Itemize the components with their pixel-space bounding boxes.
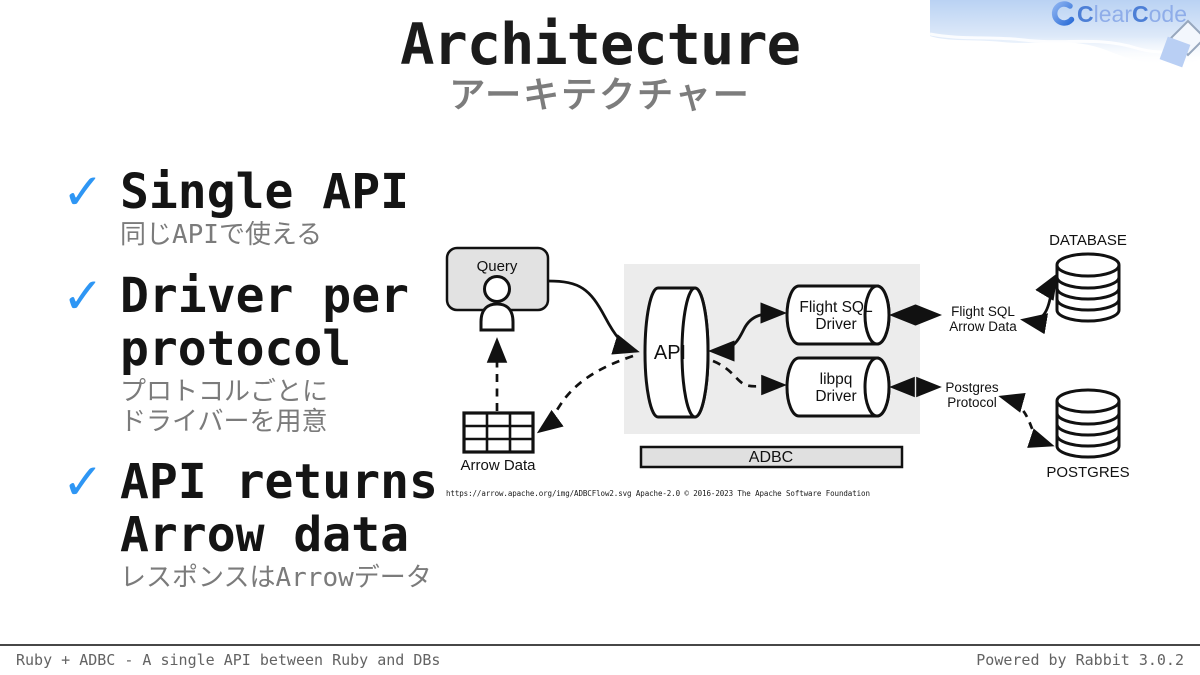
check-icon: ✓	[62, 163, 104, 221]
bullet-single-api: ✓ Single API 同じAPIで使える	[62, 163, 409, 250]
flight-protocol-label-line1: Flight SQL	[951, 304, 1015, 319]
libpq-driver-label-line2: Driver	[815, 388, 856, 405]
adbc-label: ADBC	[749, 449, 793, 466]
arrow-query-to-api	[547, 279, 640, 355]
flight-sql-driver-cap	[863, 284, 891, 346]
arrow-api-to-arrow-data	[536, 354, 634, 434]
database-label: DATABASE	[1049, 232, 1127, 249]
title-block: Architecture アーキテクチャー	[0, 12, 1200, 116]
clearcode-logo-graphic: ClearCode	[929, 0, 1200, 68]
bullet-text: Single API	[120, 164, 409, 220]
bullet-driver-per-protocol: ✓ Driver per protocol プロトコルごとに ドライバーを用意	[62, 267, 409, 437]
bullet-note: レスポンスはArrowデータ	[120, 563, 432, 593]
arrow-api-to-libpq	[712, 359, 787, 396]
api-cylinder-cap	[680, 286, 710, 419]
bullet-text-line2: Arrow data	[120, 507, 409, 563]
bullet-text-line1: API returns	[120, 454, 438, 510]
bullet-text-line1: Driver per	[120, 268, 409, 324]
arrow-data-table-icon	[462, 411, 535, 454]
footer-powered-by: Powered by Rabbit 3.0.2	[976, 651, 1184, 669]
flight-protocol-label-line2: Arrow Data	[949, 319, 1017, 334]
bullet-note: 同じAPIで使える	[120, 220, 323, 250]
bullet-note-line1: プロトコルごとに	[120, 377, 329, 407]
libpq-driver-cap	[863, 356, 891, 418]
arrow-protocol-to-database	[1020, 272, 1059, 335]
corner-gradient-band	[930, 0, 1200, 66]
arrow-protocol-to-postgres	[998, 392, 1055, 448]
check-icon: ✓	[62, 267, 104, 325]
bullet-api-returns-arrow: ✓ API returns Arrow data レスポンスはArrowデータ	[62, 453, 438, 593]
libpq-driver-label-line1: libpq	[820, 371, 853, 388]
page-title: Architecture	[400, 12, 801, 78]
bullet-note-line2: ドライバーを用意	[120, 407, 328, 437]
postgres-stack-icon	[1055, 388, 1121, 459]
pg-protocol-label-line1: Postgres	[945, 380, 999, 395]
page-subtitle: アーキテクチャー	[449, 74, 751, 116]
clearcode-c-swirl-icon	[1051, 1, 1075, 26]
flight-sql-driver-label-line2: Driver	[815, 316, 856, 333]
arrow-data-label: Arrow Data	[460, 457, 536, 474]
person-icon	[483, 275, 511, 303]
clearcode-logo: ClearCode	[929, 0, 1200, 100]
clearcode-logo-text: ClearCode	[1077, 1, 1187, 27]
diagram-attribution: https://arrow.apache.org/img/ADBCFlow2.s…	[446, 489, 870, 498]
pg-protocol-label-line2: Protocol	[947, 395, 997, 410]
person-icon-body	[479, 302, 515, 332]
adbc-architecture-diagram: Query Arrow Data API Flight SQL Driver l…	[440, 225, 1200, 505]
bullet-text-line2: protocol	[120, 321, 352, 377]
flight-sql-driver-label-line1: Flight SQL	[799, 299, 873, 316]
query-label: Query	[477, 258, 518, 275]
postgres-label: POSTGRES	[1046, 464, 1129, 481]
database-stack-icon	[1055, 252, 1121, 323]
footer-slide-title: Ruby + ADBC - A single API between Ruby …	[16, 651, 441, 669]
footer-divider	[0, 644, 1200, 646]
adbc-bar	[639, 445, 904, 469]
arrow-api-flight-sql	[708, 302, 787, 362]
check-icon: ✓	[62, 453, 104, 511]
logo-square-blue	[1159, 36, 1191, 68]
api-label: API	[654, 342, 686, 364]
